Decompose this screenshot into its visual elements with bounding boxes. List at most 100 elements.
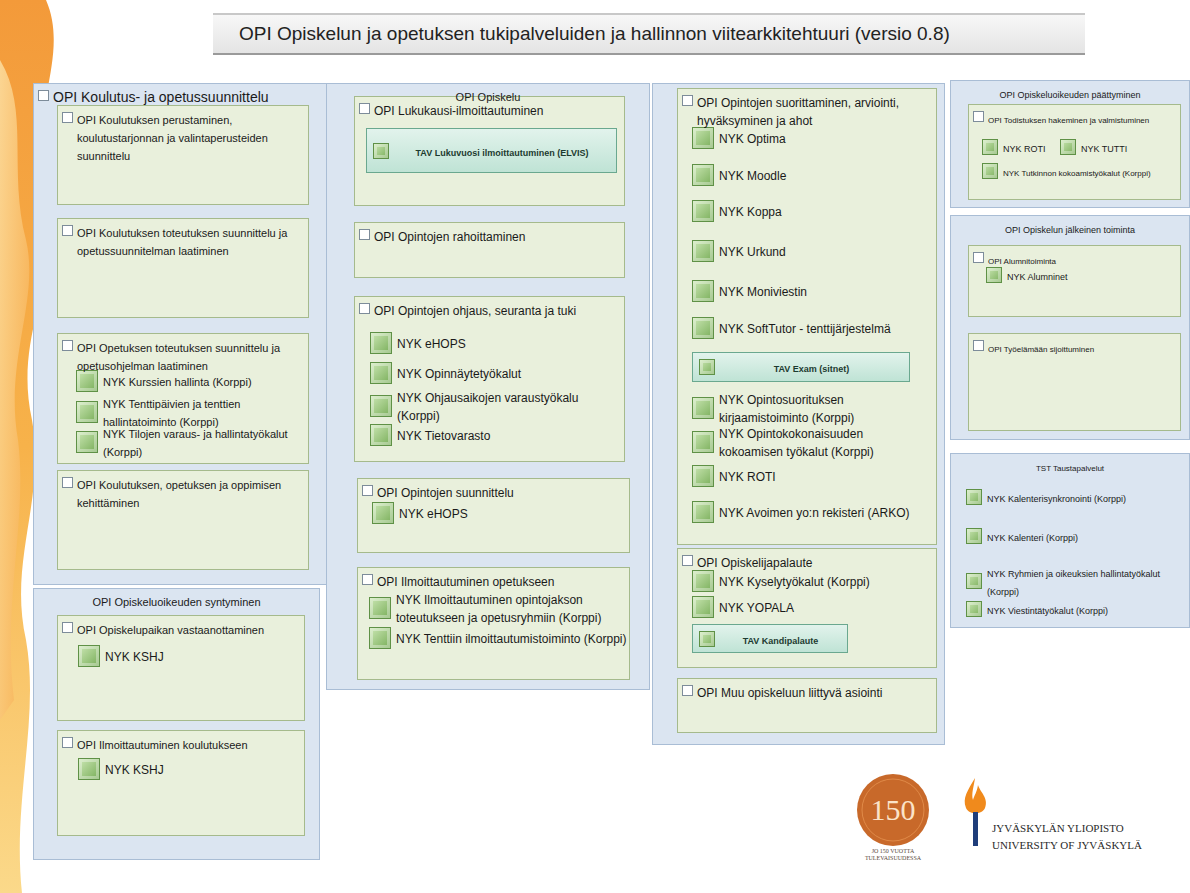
node-text: OPI Opetuksen toteutuksen suunnittelu ja… [77,342,280,372]
node-text: NYK Kalenterisynkronointi (Korppi) [987,494,1126,504]
system-icon [369,627,391,649]
node-text: NYK YOPALA [719,601,794,615]
function-box: OPI Opintojen rahoittaminen [354,222,625,278]
system-item: NYK Optima [692,127,927,149]
checkbox-icon [38,90,49,101]
node-text: TAV Kandipalaute [743,636,819,646]
system-item: NYK Ilmoittautuminen opintojakson toteut… [369,590,627,626]
function-box: OPI Koulutuksen toteutuksen suunnittelu … [57,218,309,318]
system-icon [699,631,715,647]
node-text: NYK Moniviestin [719,285,807,299]
system-item: NYK Moodle [692,164,927,186]
system-icon [966,528,982,544]
system-icon [692,240,714,262]
system-icon [78,758,100,780]
node-text: OPI Työelämään sijoittuminen [988,345,1094,354]
group-panel: OPI Opiskeluoikeuden syntyminenOPI Opisk… [33,588,320,860]
torch-handle [973,812,978,846]
function-box: OPI Todistuksen hakeminen ja valmistumin… [968,104,1181,200]
node-text: TST Taustapalvelut [1036,464,1104,473]
node-text: NYK Ryhmien ja oikeuksien hallintatyökal… [987,569,1160,597]
system-item: NYK TUTTI [1060,138,1160,156]
node-text: NYK Opinnäytetyökalut [397,367,521,381]
system-icon [370,424,392,446]
node-text: OPI Opiskelijapalaute [697,556,812,570]
system-item: NYK Moniviestin [692,280,927,302]
system-item: NYK KSHJ [78,645,278,667]
node-text: NYK KSHJ [105,763,164,777]
system-icon [692,397,714,419]
system-item: NYK KSHJ [78,758,278,780]
system-icon [699,359,715,375]
system-icon [373,143,389,159]
checkbox-icon [973,340,984,351]
node-text: OPI Opiskelupaikan vastaanottaminen [77,624,264,636]
node-text: OPI Opiskeluoikeuden päättyminen [999,90,1140,100]
checkbox-icon [682,685,693,696]
node-text: NYK Kalenteri (Korppi) [987,533,1078,543]
service-box: TAV Exam (sitnet) [692,352,910,382]
system-item: NYK Tilojen varaus- ja hallintatyökalut … [76,424,306,460]
node-text: OPI Alumnitoiminta [988,257,1056,266]
system-item: NYK Tenttipäivien ja tenttien hallintato… [76,394,306,430]
node-text: NYK Tenttiin ilmoittautumistoiminto (Kor… [396,632,627,646]
node-text: NYK Optima [719,132,786,146]
checkbox-icon [362,574,373,585]
node-text: NYK Koppa [719,205,782,219]
system-icon [966,573,982,589]
system-icon [692,127,714,149]
node-text: OPI Koulutuksen perustaminen, koulutusta… [77,114,268,162]
node-text: OPI Ilmoittautuminen koulutukseen [77,739,248,751]
system-item: NYK YOPALA [692,596,927,618]
system-item: NYK Urkund [692,240,927,262]
system-icon [692,317,714,339]
checkbox-icon [62,225,73,236]
node-text: NYK Ilmoittautuminen opintojakson toteut… [396,593,601,625]
system-icon [76,370,98,392]
system-item: NYK Opintosuorituksen kirjaamistoiminto … [692,390,927,426]
function-box: OPI Lukukausi-ilmoittautuminenTAV Lukuvu… [354,96,625,206]
checkbox-icon [362,485,373,496]
node-text: TAV Lukuvuosi ilmoittautuminen (ELVIS) [416,148,589,158]
node-text: NYK eHOPS [399,507,468,521]
university-name: JYVÄSKYLÄN YLIOPISTO [992,822,1182,835]
university-name: UNIVERSITY OF JYVÄSKYLÄ [992,839,1182,852]
system-icon [78,645,100,667]
torch-flame [965,778,986,813]
group-panel: OPI Opiskelun jälkeinen toimintaOPI Alum… [950,215,1190,440]
function-box: OPI Työelämään sijoittuminen [968,333,1181,431]
title: OPI Opiskelun ja opetuksen tukipalveluid… [239,23,950,46]
checkbox-icon [682,555,693,566]
system-icon [692,501,714,523]
system-item: NYK Koppa [692,200,927,222]
system-item: NYK Tutkinnon kokoamistyökalut (Korppi) [982,162,1177,180]
system-icon [76,431,98,453]
node-text: NYK Tilojen varaus- ja hallintatyökalut … [103,428,288,458]
system-item: NYK Ohjausaikojen varaustyökalu (Korppi) [370,388,620,424]
checkbox-icon [62,112,73,123]
system-item: NYK eHOPS [370,332,620,354]
function-box: OPI Muu opiskeluun liittyvä asiointi [677,678,937,733]
node-text: NYK Kurssien hallinta (Korppi) [103,376,252,388]
function-box: OPI Opintojen suunnitteluNYK eHOPS [357,478,630,553]
system-icon [369,597,391,619]
node-text: OPI Opintojen suunnittelu [377,486,514,500]
checkbox-icon [62,737,73,748]
node-text: OPI Opiskeluoikeuden syntyminen [92,596,260,608]
system-icon [692,596,714,618]
system-icon [692,164,714,186]
function-box: OPI AlumnitoimintaNYK Alumninet [968,245,1181,317]
system-icon [692,465,714,487]
system-item: NYK ROTI [692,465,927,487]
system-icon [986,267,1002,283]
node-text: NYK Opintosuorituksen kirjaamistoiminto … [719,393,854,425]
system-item: NYK eHOPS [372,502,622,524]
function-box: OPI Opintojen ohjaus, seuranta ja tukiNY… [354,296,625,462]
system-item: NYK Ryhmien ja oikeuksien hallintatyökal… [966,563,1186,599]
node-text: NYK SoftTutor - tenttijärjestelmä [719,322,891,336]
checkbox-icon [62,340,73,351]
system-item: NYK Opintokokonaisuuden kokoamisen työka… [692,424,927,460]
checkbox-icon [359,103,370,114]
node-text: NYK Moodle [719,169,786,183]
function-box: OPI Ilmoittautuminen koulutukseenNYK KSH… [57,730,305,836]
